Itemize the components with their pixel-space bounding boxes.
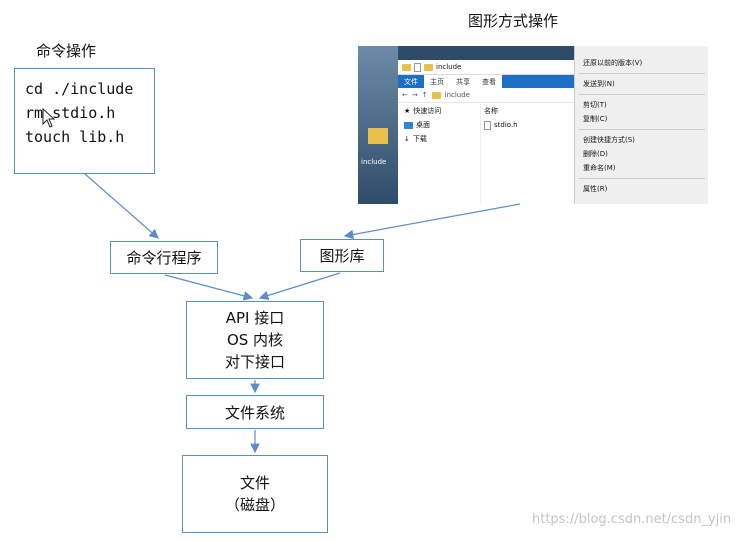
- file-box: 文件 （磁盘）: [182, 455, 328, 533]
- file-icon: [484, 120, 491, 130]
- back-arrow-icon[interactable]: ←: [402, 91, 408, 99]
- menu-item[interactable]: 删除(D): [583, 150, 608, 158]
- address-bar[interactable]: ← → ↑ include: [398, 88, 574, 103]
- mouse-cursor-icon: [42, 108, 56, 128]
- kernel-box: API 接口 OS 内核 对下接口: [186, 301, 324, 379]
- kernel-line: 对下接口: [224, 353, 285, 371]
- kernel-line: OS 内核: [226, 331, 284, 349]
- menu-item[interactable]: 复制(C): [583, 115, 608, 123]
- gui-ops-label: 图形方式操作: [468, 12, 559, 30]
- cmd-ops-label: 命令操作: [36, 42, 97, 60]
- up-arrow-icon[interactable]: ↑: [421, 91, 428, 99]
- gui-lib-box: 图形库: [300, 239, 384, 272]
- cmd-program-label: 命令行程序: [126, 249, 202, 267]
- command-box: cd ./include rm stdio.h touch lib.h: [14, 68, 155, 174]
- tab-view[interactable]: 查看: [476, 75, 502, 88]
- cmd-program-box: 命令行程序: [110, 241, 218, 274]
- menu-item[interactable]: 发送到(N): [583, 80, 615, 88]
- forward-arrow-icon[interactable]: →: [411, 91, 418, 99]
- address-path: include: [444, 91, 470, 99]
- nav-item-downloads[interactable]: ↓下载: [404, 135, 427, 143]
- file-line: （磁盘）: [224, 496, 285, 514]
- fs-box: 文件系统: [186, 395, 324, 429]
- folder-icon: [424, 63, 433, 71]
- arrow: [258, 272, 341, 301]
- folder-icon: [402, 63, 411, 71]
- column-header-name[interactable]: 名称: [484, 107, 498, 115]
- gui-screenshot: include include 文件 主页 共享 查看 ← → ↑ includ…: [358, 46, 708, 204]
- star-icon: ★: [404, 107, 411, 115]
- file-item[interactable]: stdio.h: [484, 118, 518, 132]
- ribbon-tabs: 文件 主页 共享 查看: [398, 75, 574, 88]
- desktop-icon: [404, 121, 413, 129]
- tab-home[interactable]: 主页: [424, 75, 450, 88]
- nav-item-desktop[interactable]: 桌面: [398, 118, 480, 132]
- menu-item[interactable]: 剪切(T): [583, 101, 607, 109]
- folder-icon: [368, 128, 388, 144]
- download-icon: ↓: [404, 135, 410, 143]
- explorer-window: include 文件 主页 共享 查看 ← → ↑ include ★快速访问 …: [398, 60, 574, 204]
- arrow: [343, 203, 521, 240]
- desktop-icon-label: include: [361, 158, 387, 166]
- nav-pane: ★快速访问 桌面 ↓下载: [398, 104, 481, 204]
- file-list: 名称 stdio.h: [484, 104, 518, 132]
- command-line: touch lib.h: [25, 128, 125, 146]
- window-title: include: [436, 63, 462, 71]
- desktop: include: [358, 46, 398, 204]
- fs-label: 文件系统: [224, 403, 285, 422]
- tab-file[interactable]: 文件: [398, 75, 424, 88]
- file-line: 文件: [239, 474, 270, 492]
- kernel-line: API 接口: [225, 309, 285, 327]
- menu-item[interactable]: 创建快捷方式(S): [583, 136, 635, 144]
- arrow: [164, 274, 254, 301]
- gui-lib-label: 图形库: [319, 247, 365, 265]
- context-menu: 还原以前的版本(V) 发送到(N) 剪切(T) 复制(C) 创建快捷方式(S) …: [574, 46, 708, 204]
- menu-item[interactable]: 属性(R): [583, 185, 608, 193]
- tab-share[interactable]: 共享: [450, 75, 476, 88]
- watermark: https://blog.csdn.net/csdn_yjin: [532, 512, 732, 527]
- folder-icon: [431, 91, 441, 99]
- command-line: cd ./include: [25, 80, 134, 98]
- window-titlebar: include: [398, 60, 574, 75]
- document-icon: [414, 62, 421, 72]
- menu-item[interactable]: 重命名(M): [583, 164, 616, 172]
- menu-item[interactable]: 还原以前的版本(V): [583, 59, 643, 67]
- arrow: [84, 173, 159, 239]
- nav-item-quick-access[interactable]: ★快速访问: [404, 107, 442, 115]
